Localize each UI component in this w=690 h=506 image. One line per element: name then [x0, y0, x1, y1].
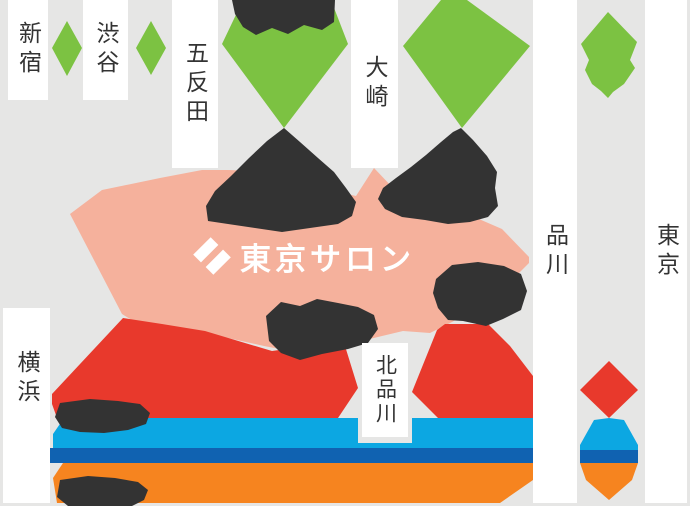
- label-blob-center: [266, 299, 378, 360]
- label-blob-under-right-diamond: [378, 128, 498, 224]
- green-line-diamond-1: [52, 21, 82, 76]
- blue-line-segment: [580, 450, 638, 463]
- cyan-line-band: [53, 418, 533, 448]
- station-bar-osaki: [351, 0, 398, 168]
- station-box-kita-shinagawa: [362, 343, 408, 437]
- orange-line-band: [53, 463, 533, 503]
- cyan-line-diamond: [580, 418, 638, 450]
- label-blob-under-left-diamond: [206, 128, 356, 232]
- green-line-leaf: [581, 12, 637, 98]
- station-bar-gotanda: [172, 0, 218, 168]
- station-bar-tokyo: [645, 0, 687, 503]
- red-line-shape-right: [412, 324, 533, 418]
- station-bar-yokohama: [3, 308, 50, 503]
- label-blob-right: [433, 262, 527, 326]
- green-line-diamond-2: [136, 21, 166, 75]
- red-line-shape-left: [52, 318, 358, 418]
- station-bar-shinjuku: [8, 0, 48, 100]
- red-line-diamond: [580, 361, 638, 418]
- station-bar-shibuya: [83, 0, 128, 100]
- label-blob-bands-left: [55, 399, 150, 433]
- green-line-big-diamond-right: [403, 0, 530, 128]
- label-blob-top: [232, 0, 335, 35]
- label-blob-orange-band: [57, 476, 148, 506]
- blue-line-band: [50, 448, 533, 463]
- station-bar-shinagawa: [533, 0, 577, 503]
- orange-line-diamond: [580, 463, 638, 500]
